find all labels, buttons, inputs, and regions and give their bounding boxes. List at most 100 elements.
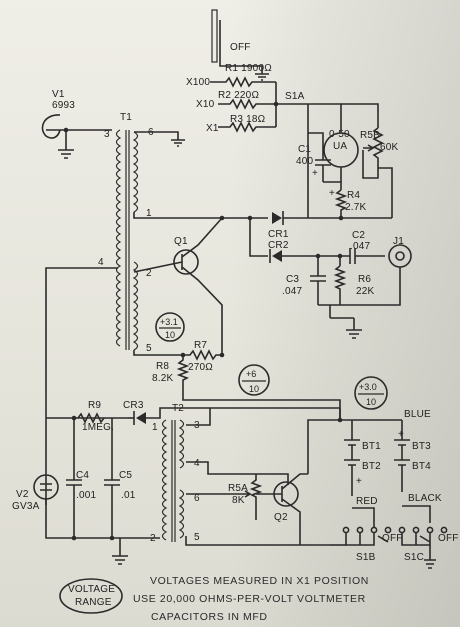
c4-capacitor [66,418,82,538]
bt4-label: BT4 [412,461,431,472]
v2-electrodes [40,483,52,491]
r7-resistor [183,349,222,361]
junction-dot [273,101,279,107]
t2-pin1: 1 [152,422,158,433]
v1-type-label: 6993 [52,100,75,111]
bt2-plus: + [356,476,362,487]
r6-value-label: 22K [356,286,375,297]
oscillator-section: R9 1MEG. CR3 T2 1 3 4 6 5 2 V2 GV3A C4 .… [12,400,340,565]
t1-lower-secondary [132,261,139,351]
c1-ref-label: C1 [298,144,311,155]
t2-lower-secondary [178,489,185,539]
cr2-diode [272,250,282,262]
r4-resistor [334,189,348,218]
v2-ref-label: V2 [16,489,29,500]
c4-ref-label: C4 [76,470,89,481]
v1-lamp-symbol [41,114,61,139]
junction-dot [247,215,253,221]
q2-label: Q2 [274,512,288,523]
voltage-1-divisor: 10 [165,330,175,340]
q2-base [256,486,283,502]
voltage-callout-3 [354,376,388,410]
voltage-callout-2 [238,364,270,396]
r5a-ref-label: R5A [228,483,248,494]
cr2-anode-wire [269,249,340,263]
v1-t1-section: V1 6993 3 T1 6 1 4 2 5 [41,89,268,505]
t2-pin4-wire [186,461,289,485]
junction-dot [219,215,225,221]
voltage-range-line1: VOLTAGE [68,584,115,595]
q2-collector-wire [307,419,340,474]
s1c-off-label: OFF [438,533,459,544]
off-wire [219,20,263,74]
r4-plus: + [329,188,335,199]
s1a-label: S1A [285,91,305,102]
voltage-3-divisor: 10 [366,397,376,407]
junction-dot [109,535,115,541]
v2-bottom-wire [45,499,120,539]
x1-label: X1 [206,123,219,134]
junction-dot [337,417,343,423]
junction-dot [338,215,344,221]
v1-ref-label: V1 [52,89,65,100]
x10-label: X10 [196,99,215,110]
r4-feed [323,181,342,190]
switch-wipers [377,535,431,543]
x100-label: X100 [186,77,210,88]
t1-pin4: 4 [98,257,104,268]
c1-capacitor [315,148,331,182]
bt3-label: BT3 [412,441,431,452]
q1-label: Q1 [174,236,188,247]
c2-ref-label: C2 [352,230,365,241]
black-wire [401,490,431,523]
s1a-common-bus [275,82,308,127]
footer-notes: VOLTAGE RANGE VOLTAGES MEASURED IN X1 PO… [59,575,369,623]
c5-value-label: .01 [121,490,136,501]
note-line-1: VOLTAGES MEASURED IN X1 POSITION [150,575,369,587]
wire-black-label: BLACK [408,493,442,504]
v2-type-label: GV3A [12,501,40,512]
s1c-ground [424,545,436,569]
v1-ground [46,129,92,159]
r3-label: R3 18Ω [230,114,266,125]
s1b-contact [370,526,378,534]
c3-value-label: .047 [282,286,303,297]
bt3-plus: + [398,429,404,440]
r9-ref-label: R9 [88,400,101,411]
voltage-1-value: +3.1 [160,317,178,327]
c5-capacitor [104,418,120,538]
t1-pin1: 1 [146,208,152,219]
t2-label: T2 [172,403,184,414]
wire-blue-label: BLUE [404,409,431,420]
c1-value-label: 400 [296,156,314,167]
meter-section: 0-50 UA C1 400 + R5B 60K R4 2.7K + [296,103,399,221]
s1b-contact [356,526,364,534]
q1-detector-section: Q1 CR1 CR2 C2 .047 J1 C3 .047 R6 22K [133,211,412,358]
s1c-contact [398,526,406,534]
r5a-wiper [226,490,252,498]
detector-ground [318,280,401,339]
t1-pin3: 3 [104,129,110,140]
s1b-off-label: OFF [382,533,403,544]
r5b-value-label: 60K [380,142,399,153]
t2-pin5: 5 [194,532,200,543]
voltage-2-divisor: 10 [249,384,259,394]
t2-upper-secondary [178,419,185,469]
bt2-label: BT2 [362,461,381,472]
junction-dot [315,253,321,259]
meter-range-label: 0-50 [329,129,350,140]
switch-s1b-s1c: OFF OFF S1B S1C [330,526,459,569]
t1-pin2: 2 [146,268,152,279]
cr3-wire [146,407,340,419]
bt1-bt2-cells [344,420,360,490]
r8-value-label: 8.2K [152,373,174,384]
cr1-cathode [282,211,308,225]
r5a-value-label: 8K [232,495,245,506]
r8-ref-label: R8 [156,361,169,372]
r9-resistor [77,412,105,424]
wire-red-label: RED [356,496,378,507]
s1c-contact [426,526,434,534]
t2-ground [112,555,128,565]
